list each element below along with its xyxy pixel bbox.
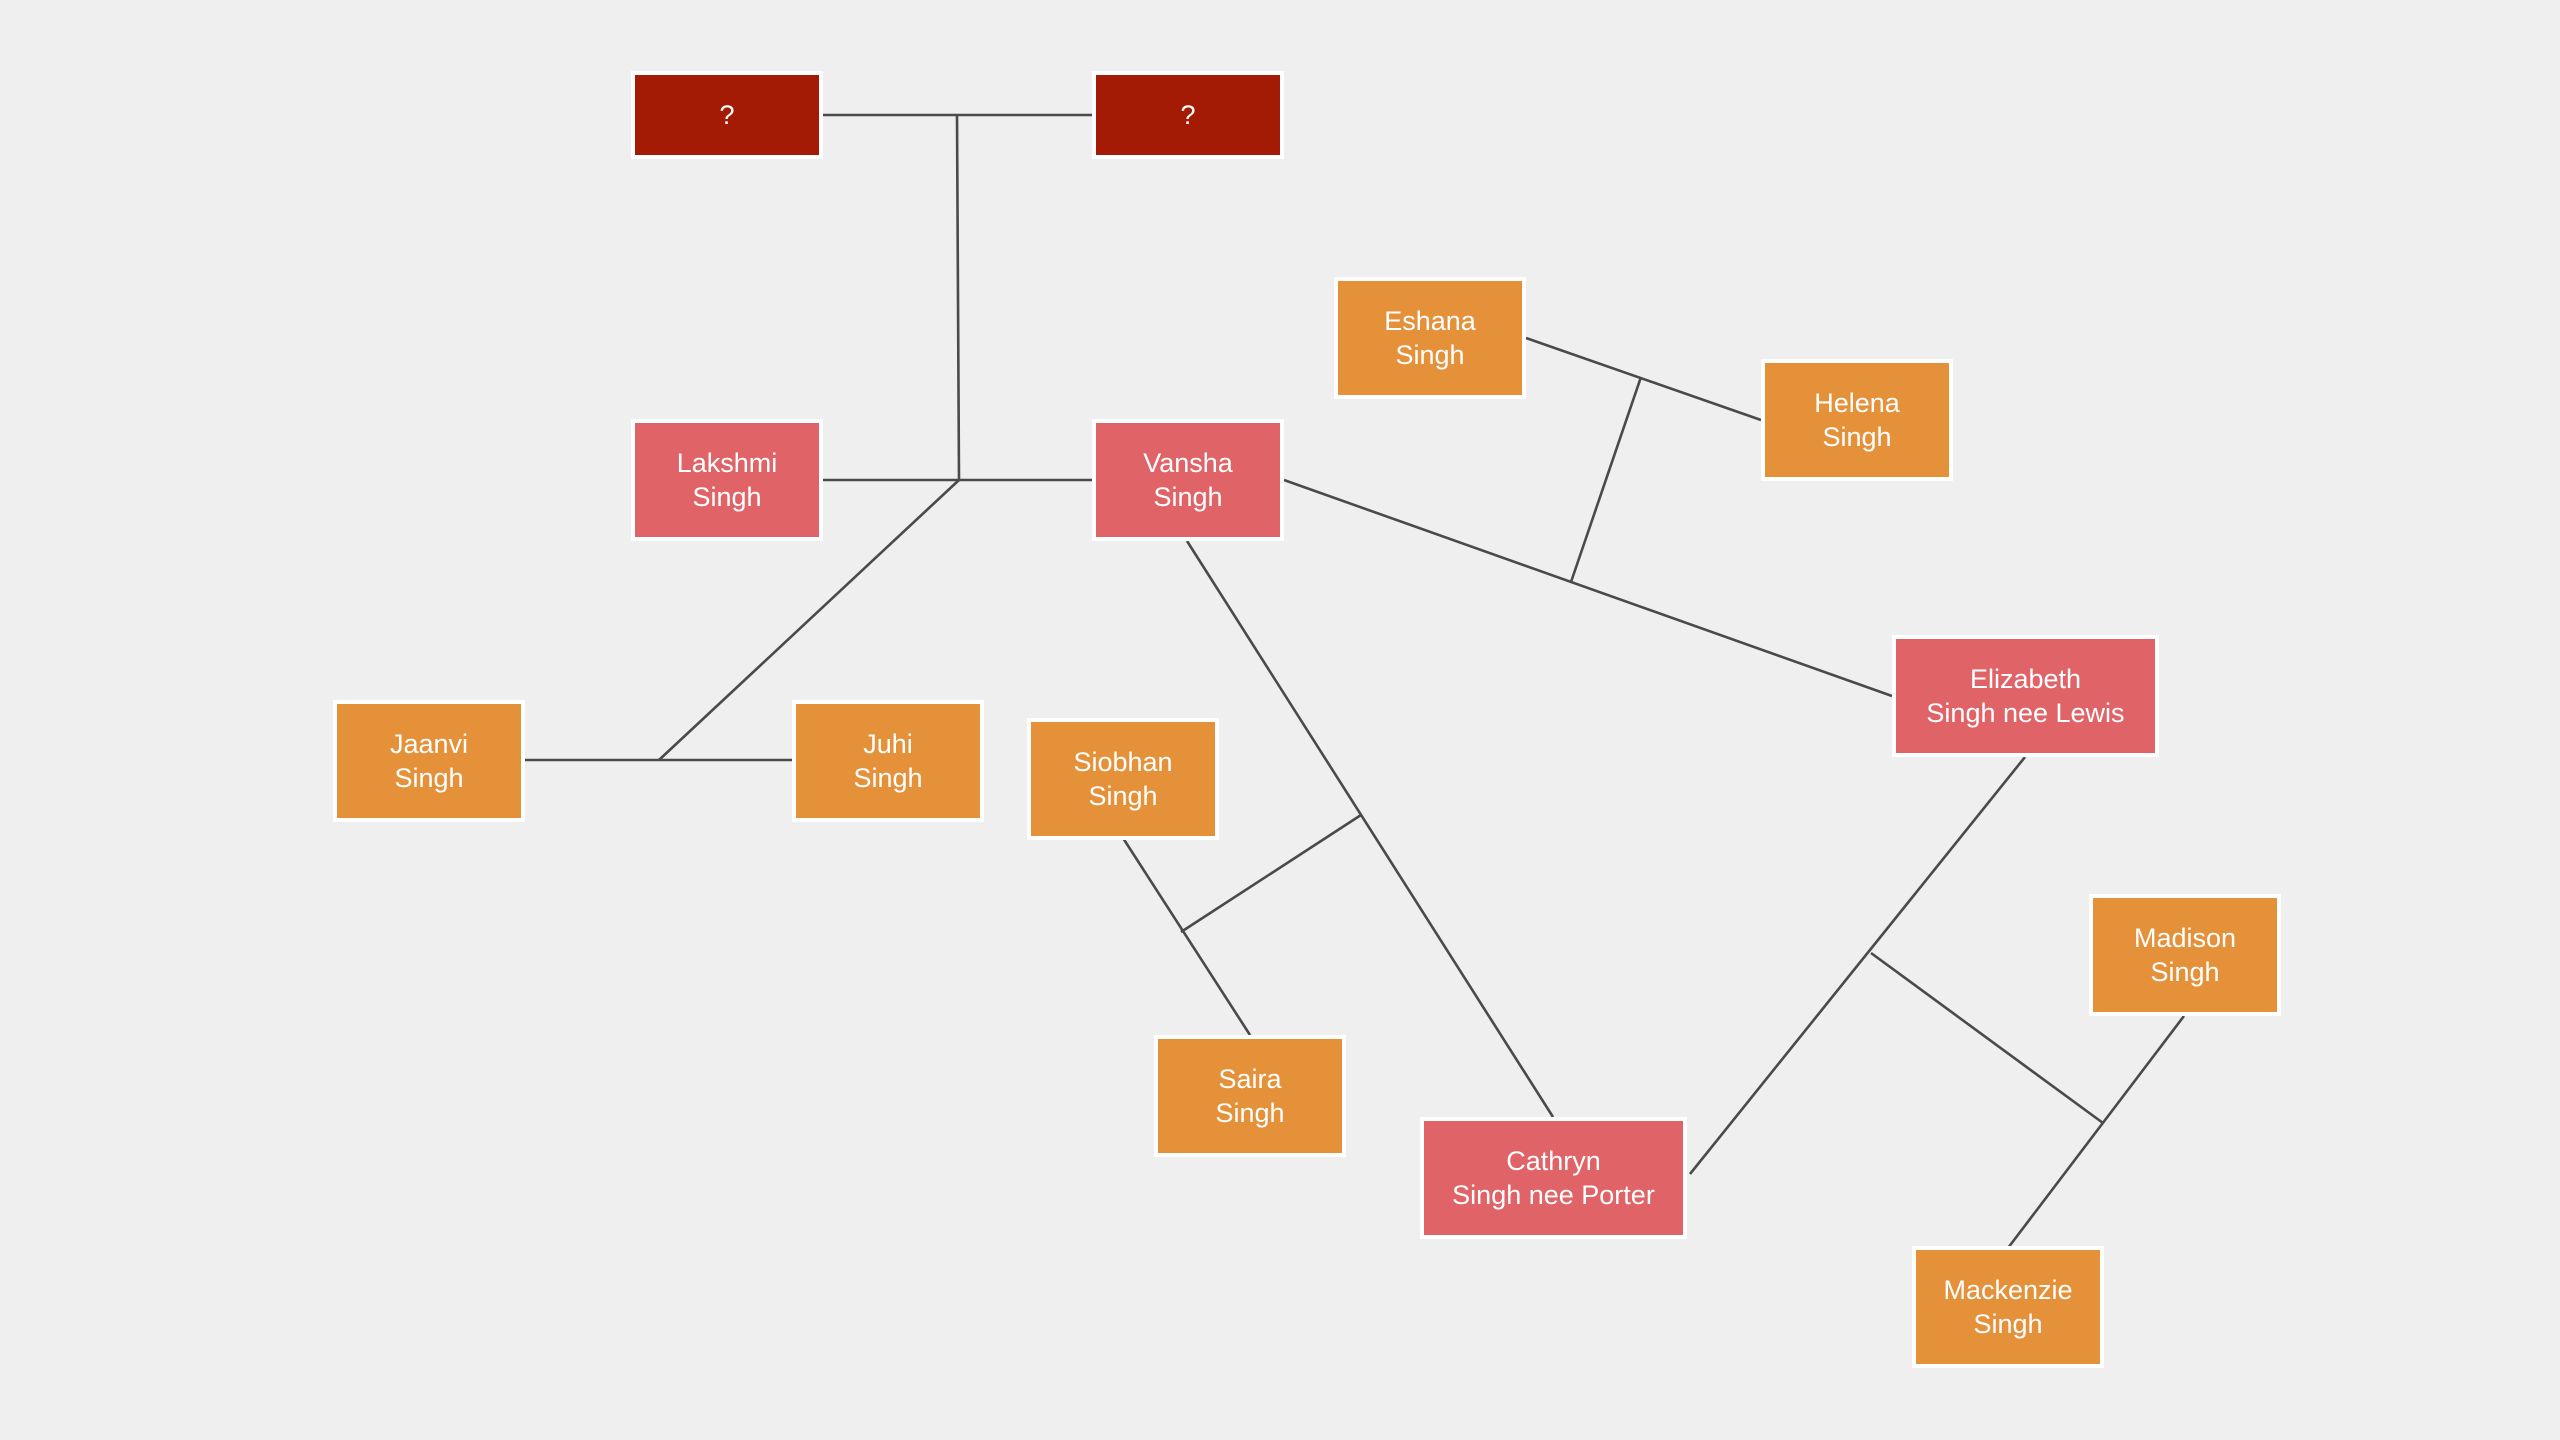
node-last-name: Singh [1088, 781, 1158, 811]
connector-line [1688, 756, 2027, 1175]
node-last-name: Singh [1395, 340, 1465, 370]
connector-line [1185, 540, 1555, 1118]
node-last-name: Singh [1973, 1309, 2043, 1339]
node-last-name: Singh nee Lewis [1926, 698, 2125, 728]
node-first-name: Madison [2133, 923, 2237, 953]
node-first-name: Mackenzie [1943, 1275, 2073, 1305]
node-name-line: ? [719, 100, 735, 130]
node-name-line: ? [1180, 100, 1196, 130]
person-node-jaanvi[interactable]: Jaanvi Singh [333, 700, 525, 822]
person-node-vansha[interactable]: Vansha Singh [1092, 419, 1284, 541]
person-node-juhi[interactable]: Juhi Singh [792, 700, 984, 822]
person-node-cathryn[interactable]: Cathryn Singh nee Porter [1420, 1117, 1687, 1239]
connector-line [1283, 478, 1893, 698]
node-first-name: Eshana [1384, 306, 1476, 336]
node-first-name: Saira [1218, 1064, 1282, 1094]
node-first-name: Lakshmi [676, 448, 778, 478]
person-node-siobhan[interactable]: Siobhan Singh [1027, 718, 1219, 840]
node-last-name: Singh [394, 763, 464, 793]
person-node-eshana[interactable]: Eshana Singh [1334, 277, 1526, 399]
node-last-name: Singh [1215, 1098, 1285, 1128]
node-last-name: Singh [1153, 482, 1223, 512]
connector-line [1525, 336, 1762, 422]
node-first-name: Siobhan [1073, 747, 1173, 777]
node-first-name: Cathryn [1506, 1146, 1601, 1176]
connector-line [955, 114, 961, 481]
connector-line [1121, 837, 1252, 1036]
connector-line [2006, 1015, 2186, 1249]
unknown-ancestor-node[interactable]: ? [631, 71, 823, 159]
node-last-name: Singh [1822, 422, 1892, 452]
node-last-name: Singh [2150, 957, 2220, 987]
person-node-madison[interactable]: Madison Singh [2089, 894, 2281, 1016]
person-node-helena[interactable]: Helena Singh [1761, 359, 1953, 481]
connector-line [1180, 813, 1362, 934]
person-node-saira[interactable]: Saira Singh [1154, 1035, 1346, 1157]
node-first-name: Jaanvi [389, 729, 469, 759]
unknown-ancestor-node[interactable]: ? [1092, 71, 1284, 159]
node-first-name: Vansha [1143, 448, 1233, 478]
node-first-name: Juhi [863, 729, 913, 759]
connector-line [658, 479, 960, 761]
person-node-elizabeth[interactable]: Elizabeth Singh nee Lewis [1892, 635, 2159, 757]
connector-line [1569, 376, 1643, 583]
node-first-name: Elizabeth [1969, 664, 2082, 694]
node-last-name: Singh [853, 763, 923, 793]
node-last-name: Singh [692, 482, 762, 512]
node-first-name: Helena [1814, 388, 1900, 418]
node-last-name: Singh nee Porter [1452, 1180, 1655, 1210]
person-node-mackenzie[interactable]: Mackenzie Singh [1912, 1246, 2104, 1368]
connector-line [1870, 951, 2104, 1125]
person-node-lakshmi[interactable]: Lakshmi Singh [631, 419, 823, 541]
